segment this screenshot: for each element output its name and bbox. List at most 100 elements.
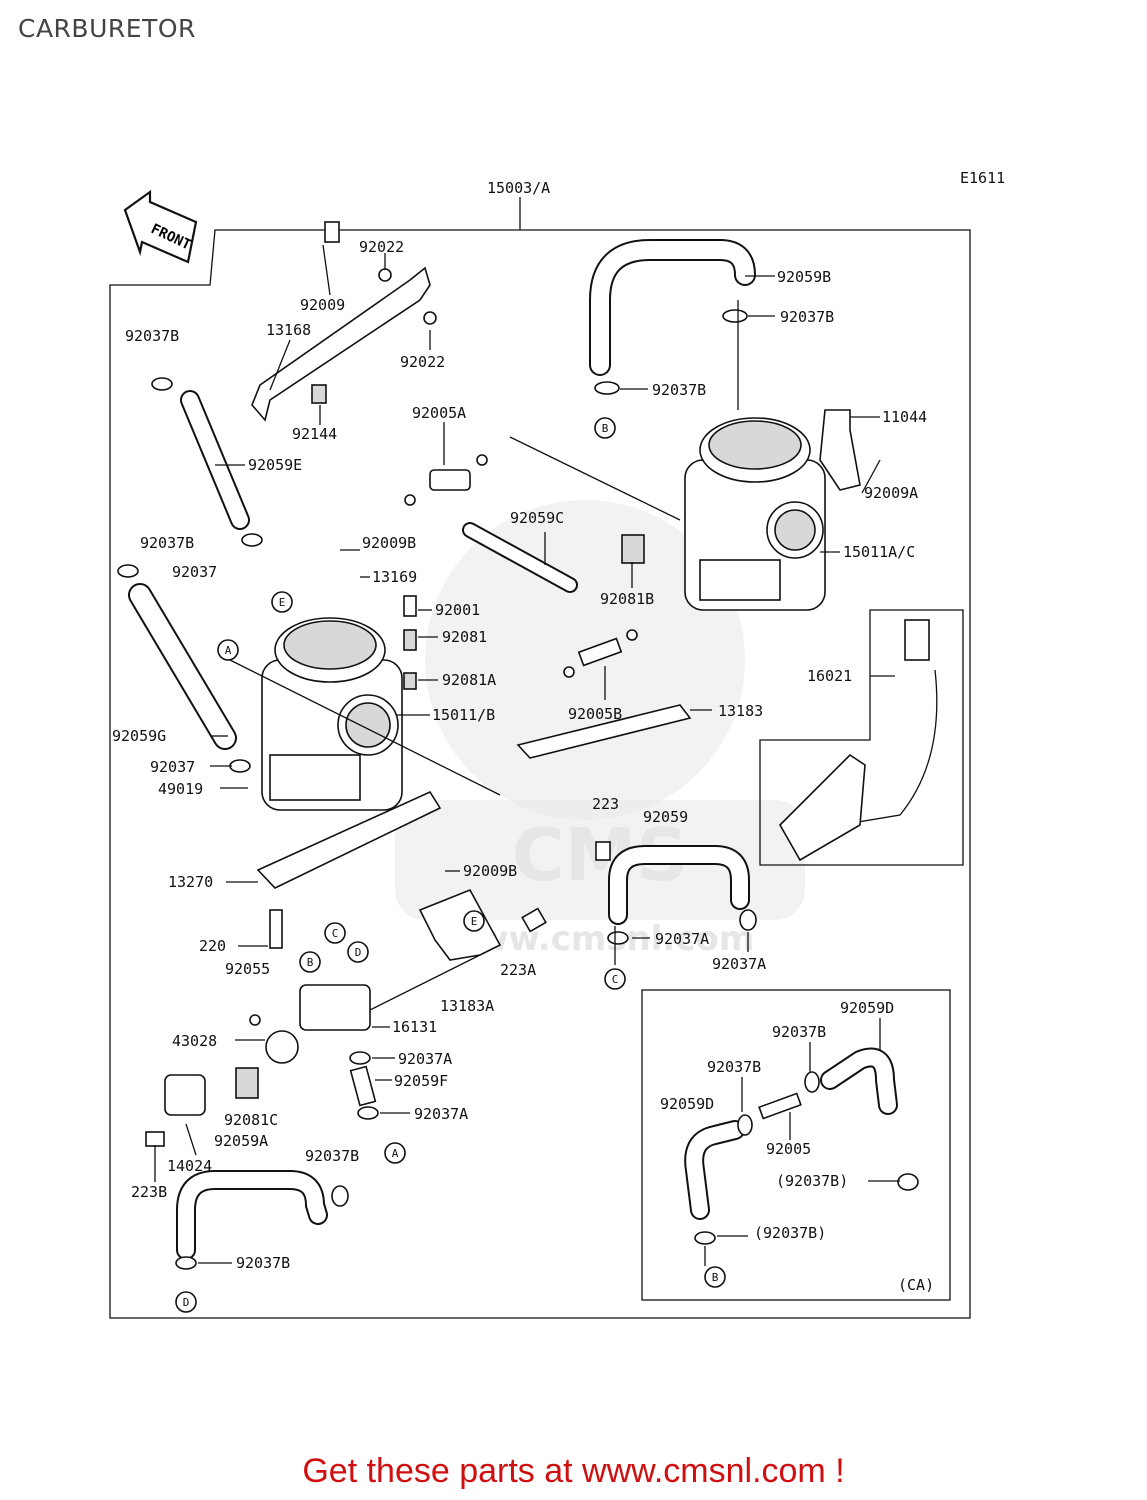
hose-92059-icon <box>608 845 750 925</box>
part-label: 15003/A <box>487 179 550 197</box>
part-label: 92037A <box>398 1050 452 1068</box>
part-label: 92037 <box>150 758 195 776</box>
svg-text:E: E <box>279 596 286 609</box>
part-label: 49019 <box>158 780 203 798</box>
part-label: 92037B <box>305 1147 359 1165</box>
callout-b-icon: B <box>704 1266 726 1288</box>
svg-text:B: B <box>307 956 314 969</box>
part-label: 92037B <box>772 1023 826 1041</box>
part-label: 220 <box>199 937 226 955</box>
part-label: 13168 <box>266 321 311 339</box>
callout-b-icon: B <box>594 417 616 439</box>
svg-text:B: B <box>602 422 609 435</box>
part-label: 92037A <box>414 1105 468 1123</box>
hose-92059b-icon <box>589 239 756 376</box>
cable-16021-icon <box>779 619 938 862</box>
hose-92059a-icon <box>176 1170 328 1260</box>
svg-text:D: D <box>355 946 362 959</box>
part-label: 92005A <box>412 404 466 422</box>
part-label: 92037B <box>652 381 706 399</box>
part-label: 92005 <box>766 1140 811 1158</box>
hose-92059e-icon <box>180 390 250 530</box>
bracket-13168-icon <box>251 266 431 422</box>
part-label: 16131 <box>392 1018 437 1036</box>
leader-lines <box>154 197 900 1266</box>
part-label: 92009 <box>300 296 345 314</box>
part-label: 16021 <box>807 667 852 685</box>
part-label: 92081C <box>224 1111 278 1129</box>
ca-frame <box>641 989 951 1301</box>
callout-b-icon: B <box>299 951 321 973</box>
svg-text:C: C <box>332 927 339 940</box>
part-label: 11044 <box>882 408 927 426</box>
part-label: 15011A/C <box>843 543 915 561</box>
part-label: 92055 <box>225 960 270 978</box>
part-label: 223B <box>131 1183 167 1201</box>
part-label: 13270 <box>168 873 213 891</box>
cable-frame <box>759 609 964 866</box>
part-label: 92001 <box>435 601 480 619</box>
part-label: 13169 <box>372 568 417 586</box>
footer-link[interactable]: Get these parts at www.cmsnl.com ! <box>302 1452 845 1490</box>
svg-text:B: B <box>712 1271 719 1284</box>
svg-text:E: E <box>471 915 478 928</box>
part-label: 92005B <box>568 705 622 723</box>
part-label: 92059E <box>248 456 302 474</box>
part-label: 92059 <box>643 808 688 826</box>
callout-d-icon: D <box>175 1291 197 1313</box>
link-13183-icon <box>516 704 692 759</box>
part-label: 43028 <box>172 1032 217 1050</box>
part-label: 92022 <box>400 353 445 371</box>
part-label: 92081A <box>442 671 496 689</box>
callout-e-icon: E <box>271 591 293 613</box>
plate-13270-icon <box>256 790 442 889</box>
part-label: 92037B <box>140 534 194 552</box>
part-label: 14024 <box>167 1157 212 1175</box>
part-label: 92037 <box>172 563 217 581</box>
svg-text:A: A <box>225 644 232 657</box>
part-label: 92037B <box>707 1058 761 1076</box>
part-label: 92009B <box>362 534 416 552</box>
part-label: (92037B) <box>754 1224 826 1242</box>
part-label: 92081B <box>600 590 654 608</box>
hose-92059g-icon <box>128 583 237 750</box>
callout-a-icon: A <box>384 1142 406 1164</box>
callout-a-icon: A <box>217 639 239 661</box>
part-label: 92037A <box>712 955 766 973</box>
part-label: 92059B <box>777 268 831 286</box>
hose-92059d-icon <box>684 1047 898 1220</box>
diagram-code: E1611 <box>960 169 1005 187</box>
part-label: 92081 <box>442 628 487 646</box>
part-label: 92059D <box>840 999 894 1017</box>
part-label: 92037B <box>236 1254 290 1272</box>
svg-text:D: D <box>183 1296 190 1309</box>
part-label: 92022 <box>359 238 404 256</box>
part-label: 92037B <box>125 327 179 345</box>
svg-text:A: A <box>392 1147 399 1160</box>
letter-callouts: B E A E C D B C A D B <box>175 417 726 1313</box>
callout-c-icon: C <box>324 922 346 944</box>
part-label: 92009B <box>463 862 517 880</box>
part-label: (92037B) <box>776 1172 848 1190</box>
bracket-11044-icon <box>819 409 861 491</box>
callout-e-icon: E <box>463 910 485 932</box>
part-label: 92059C <box>510 509 564 527</box>
part-label: 223A <box>500 961 536 979</box>
assembly-frame <box>109 229 971 1319</box>
part-label: 223 <box>592 795 619 813</box>
carburetor-left-icon <box>261 617 403 811</box>
small-parts-icon <box>117 221 919 1270</box>
part-label: 92144 <box>292 425 337 443</box>
callout-d-icon: D <box>347 941 369 963</box>
part-label: 92037A <box>655 930 709 948</box>
fuel-fitting-16131-icon <box>164 984 371 1116</box>
part-label: 92059A <box>214 1132 268 1150</box>
part-label: 92009A <box>864 484 918 502</box>
part-labels: 15003/A E1611 92022 92009 13168 92022 92… <box>112 169 1005 1294</box>
part-label: 15011/B <box>432 706 495 724</box>
svg-text:C: C <box>612 973 619 986</box>
carburetor-exploded-diagram: CMS www.cmsnl.com FRONT <box>109 169 1005 1319</box>
part-label: 92059F <box>394 1072 448 1090</box>
part-label: 92059G <box>112 727 166 745</box>
carburetor-right-icon <box>684 417 826 611</box>
